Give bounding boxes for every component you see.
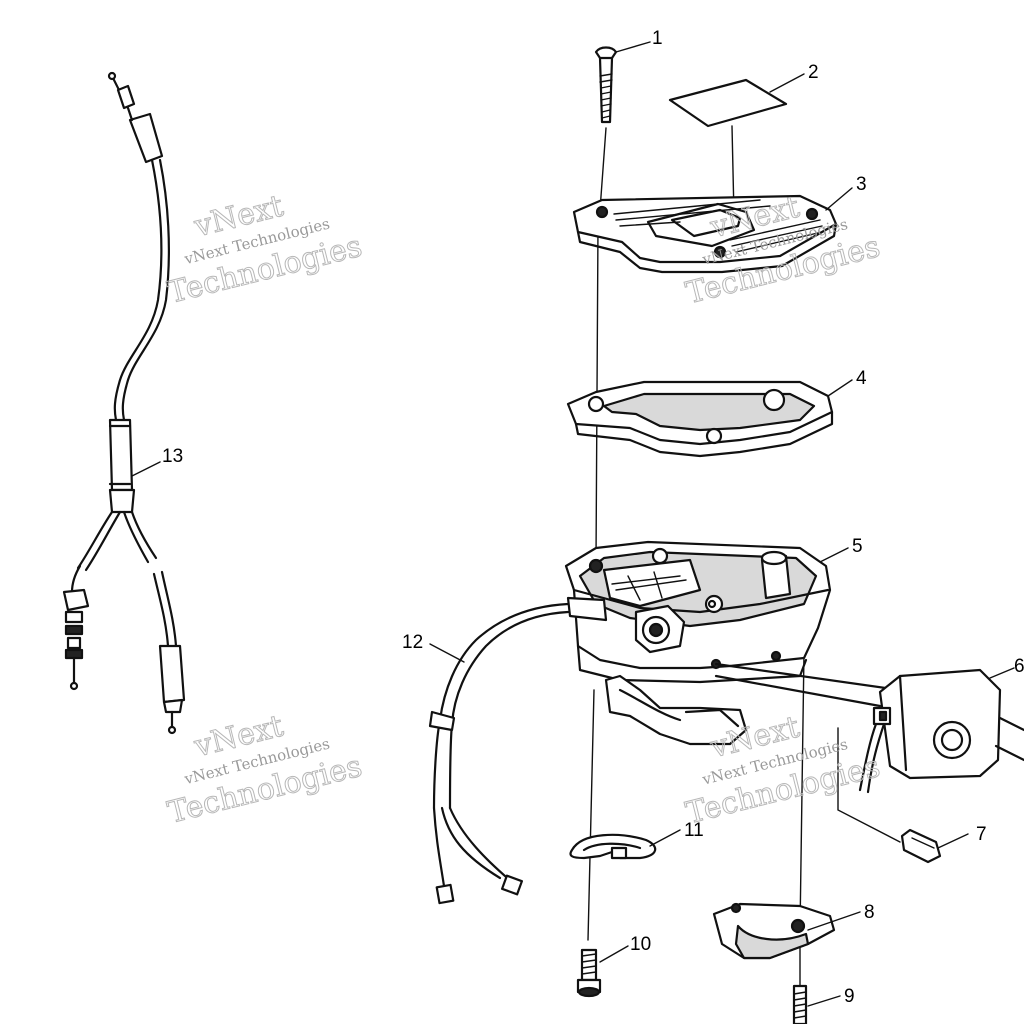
alignment-line-left bbox=[587, 127, 607, 941]
bulb-7 bbox=[900, 828, 942, 864]
callout-5: 5 bbox=[852, 536, 863, 557]
screw-1 bbox=[594, 46, 618, 124]
callout-10: 10 bbox=[630, 934, 651, 955]
spring-clip-11 bbox=[569, 833, 657, 860]
callout-6: 6 bbox=[1014, 656, 1024, 677]
screw-10 bbox=[576, 948, 602, 998]
watermark-bottom-left: vNext vNext Technologies Technologies bbox=[164, 708, 366, 831]
alignment-line-right bbox=[799, 651, 805, 987]
watermark-top-left: vNext vNext Technologies Technologies bbox=[164, 188, 366, 311]
callout-4: 4 bbox=[856, 368, 867, 389]
callout-3: 3 bbox=[856, 174, 867, 195]
switch-6 bbox=[714, 662, 1024, 843]
clamp-8 bbox=[712, 902, 836, 960]
callout-11: 11 bbox=[684, 820, 704, 841]
callout-7: 7 bbox=[976, 824, 987, 845]
callout-labels: 1 2 3 4 5 6 7 8 9 10 11 12 13 bbox=[162, 28, 1024, 1007]
gasket-4 bbox=[566, 380, 834, 458]
cover-3 bbox=[572, 194, 838, 274]
leader-lines bbox=[131, 41, 1015, 1007]
callout-1: 1 bbox=[652, 28, 663, 49]
throttle-cable-assembly bbox=[62, 71, 186, 735]
callout-9: 9 bbox=[844, 986, 855, 1007]
callout-8: 8 bbox=[864, 902, 875, 923]
callout-13: 13 bbox=[162, 446, 183, 467]
callout-12: 12 bbox=[402, 632, 423, 653]
wiring-harness-12 bbox=[428, 602, 570, 905]
throttle-housing-5 bbox=[564, 540, 832, 746]
screw-9 bbox=[792, 984, 808, 1026]
callout-2: 2 bbox=[808, 62, 819, 83]
